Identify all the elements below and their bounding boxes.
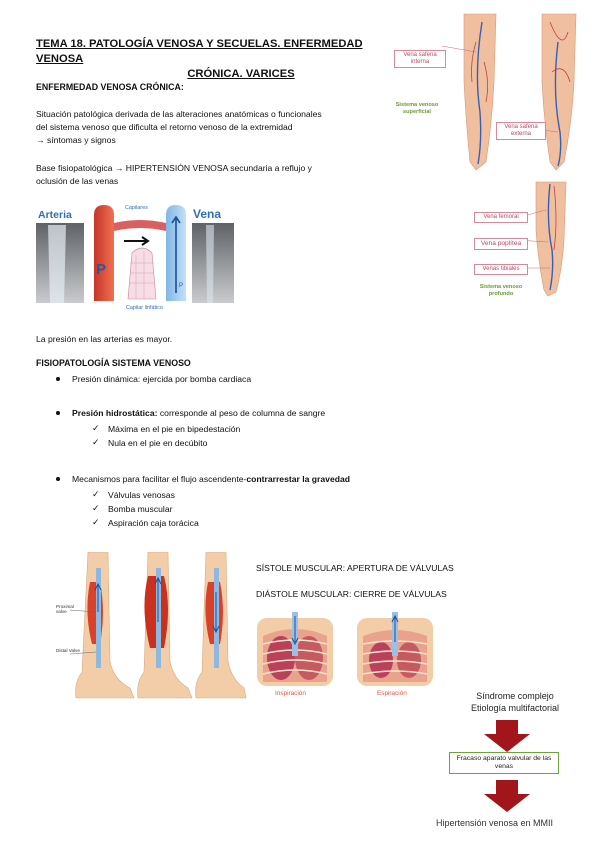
- check-item: Máxima en el pie en bipedestación: [92, 422, 408, 436]
- bullet-text: corresponde al peso de columna de sangre: [157, 408, 326, 418]
- bullet-list-1: Presión dinámica: ejercida por bomba car…: [56, 372, 412, 386]
- vena-label: Vena: [193, 207, 222, 221]
- fracaso-valvular-box: Fracaso aparato valvular de las venas: [449, 752, 559, 774]
- definition-line: del sistema venoso que dificulta el reto…: [36, 122, 293, 132]
- pressure-note: La presión en las arterias es mayor.: [36, 334, 173, 344]
- superficial-legs-diagram: [441, 13, 577, 171]
- bullet-mecanismos: Mecanismos para facilitar el flujo ascen…: [56, 472, 432, 486]
- muscle-pump-figure: Proximal valve Distal Valve: [56, 551, 248, 702]
- deep-veins-figure: Vena femoral Vena poplítea Venas tibiale…: [472, 180, 592, 298]
- base-fisiopatologica: Base fisiopatológica → HIPERTENSIÓN VENO…: [36, 162, 396, 188]
- leg-front: [463, 13, 497, 171]
- thorax-espiracion: [357, 612, 433, 686]
- check-item: Nula en el pie en decúbito: [92, 436, 408, 450]
- capillary-diagram: [36, 205, 234, 303]
- bullet-presion-dinamica: Presión dinámica: ejercida por bomba car…: [56, 372, 412, 386]
- check-item: Bomba muscular: [92, 502, 408, 516]
- etiologia-text: Etiología multifactorial: [470, 703, 560, 713]
- check-item: Válvulas venosas: [92, 488, 408, 502]
- vena-safena-interna-label: Vena safena interna: [394, 50, 446, 68]
- bold-term: contrarrestar la gravedad: [246, 474, 351, 484]
- title-line-1: TEMA 18. PATOLOGÍA VENOSA Y SECUELAS. EN…: [36, 38, 363, 65]
- artery-vessel: [94, 205, 114, 301]
- vena-femoral-label: Vena femoral: [474, 212, 528, 223]
- leg-2: [137, 551, 193, 699]
- pressure-big-p: P: [96, 261, 107, 278]
- leg-1: [75, 551, 135, 699]
- evc-definition: Situación patológica derivada de las alt…: [36, 108, 396, 147]
- thorax-diagram: [257, 612, 433, 686]
- bullet-presion-hidrostatica: Presión hidrostática: corresponde al pes…: [56, 406, 412, 420]
- sistole-text: SÍSTOLE MUSCULAR: APERTURA DE VÁLVULAS: [256, 563, 454, 573]
- capilares-label: Capilares: [125, 205, 148, 211]
- flow-arrow: [124, 236, 150, 246]
- base-line: Base fisiopatológica → HIPERTENSIÓN VENO…: [36, 163, 312, 173]
- arrow-down-2: [484, 780, 530, 812]
- arrow-down-1: [484, 720, 530, 752]
- checklist-mecanismos: Válvulas venosas Bomba muscular Aspiraci…: [92, 488, 408, 530]
- page-title: TEMA 18. PATOLOGÍA VENOSA Y SECUELAS. EN…: [36, 37, 386, 82]
- thorax-inspiracion: [257, 612, 333, 686]
- bullet-list-3: Mecanismos para facilitar el flujo ascen…: [56, 472, 432, 486]
- section-heading-fisiopatologia: FISIOPATOLOGÍA SISTEMA VENOSO: [36, 358, 191, 368]
- lymphatic-capillary: [127, 247, 157, 300]
- muscle-pump-diagram: [69, 551, 247, 699]
- distal-valve-label: Distal Valve: [56, 648, 80, 653]
- definition-line: Situación patológica derivada de las alt…: [36, 109, 322, 119]
- espiracion-label: Espiración: [377, 690, 407, 697]
- flow-heading: Síndrome complejo Etiología multifactori…: [440, 690, 590, 714]
- sistema-profundo-label: Sistema venoso profundo: [479, 284, 523, 297]
- title-line-2: CRÓNICA. VARICES: [187, 68, 295, 80]
- sistema-superficial-label: Sistema venoso superficial: [395, 102, 439, 115]
- checklist-hidrostatica: Máxima en el pie en bipedestación Nula e…: [92, 422, 408, 450]
- bullet-list-2: Presión hidrostática: corresponde al pes…: [56, 406, 412, 420]
- bullet-text: Mecanismos para facilitar el flujo ascen…: [72, 474, 247, 484]
- superficial-veins-figure: Vena safena interna Sistema venoso super…: [392, 12, 592, 172]
- leg-back: [541, 13, 577, 171]
- section-heading-evc: ENFERMEDAD VENOSA CRÓNICA:: [36, 82, 184, 92]
- diastole-text: DIÁSTOLE MUSCULAR: CIERRE DE VÁLVULAS: [256, 589, 447, 599]
- thorax-figure: Inspiración Espiración: [257, 612, 437, 702]
- hipertension-result: Hipertensión venosa en MMII: [436, 818, 554, 828]
- vena-poplitea-label: Vena poplítea: [474, 238, 528, 250]
- check-item: Aspiración caja torácica: [92, 516, 408, 530]
- bold-term: Presión hidrostática:: [72, 408, 158, 418]
- sindrome-complejo-text: Síndrome complejo: [476, 691, 554, 701]
- definition-line: → síntomas y signos: [36, 135, 116, 145]
- vena-safena-externa-label: Vena safena externa: [496, 122, 546, 140]
- proximal-valve-label: Proximal valve: [56, 604, 74, 614]
- capillary-figure: Arteria Vena Capilares Capilar linfático…: [36, 203, 254, 315]
- venas-tibiales-label: Venas tibiales: [474, 264, 528, 275]
- arteria-label: Arteria: [38, 209, 72, 221]
- leg-3: [195, 551, 247, 699]
- pressure-small-p: P: [179, 283, 184, 289]
- capilar-linfatico-label: Capilar linfático: [126, 305, 163, 311]
- inspiracion-label: Inspiración: [275, 690, 306, 697]
- base-line: oclusión de las venas: [36, 176, 119, 186]
